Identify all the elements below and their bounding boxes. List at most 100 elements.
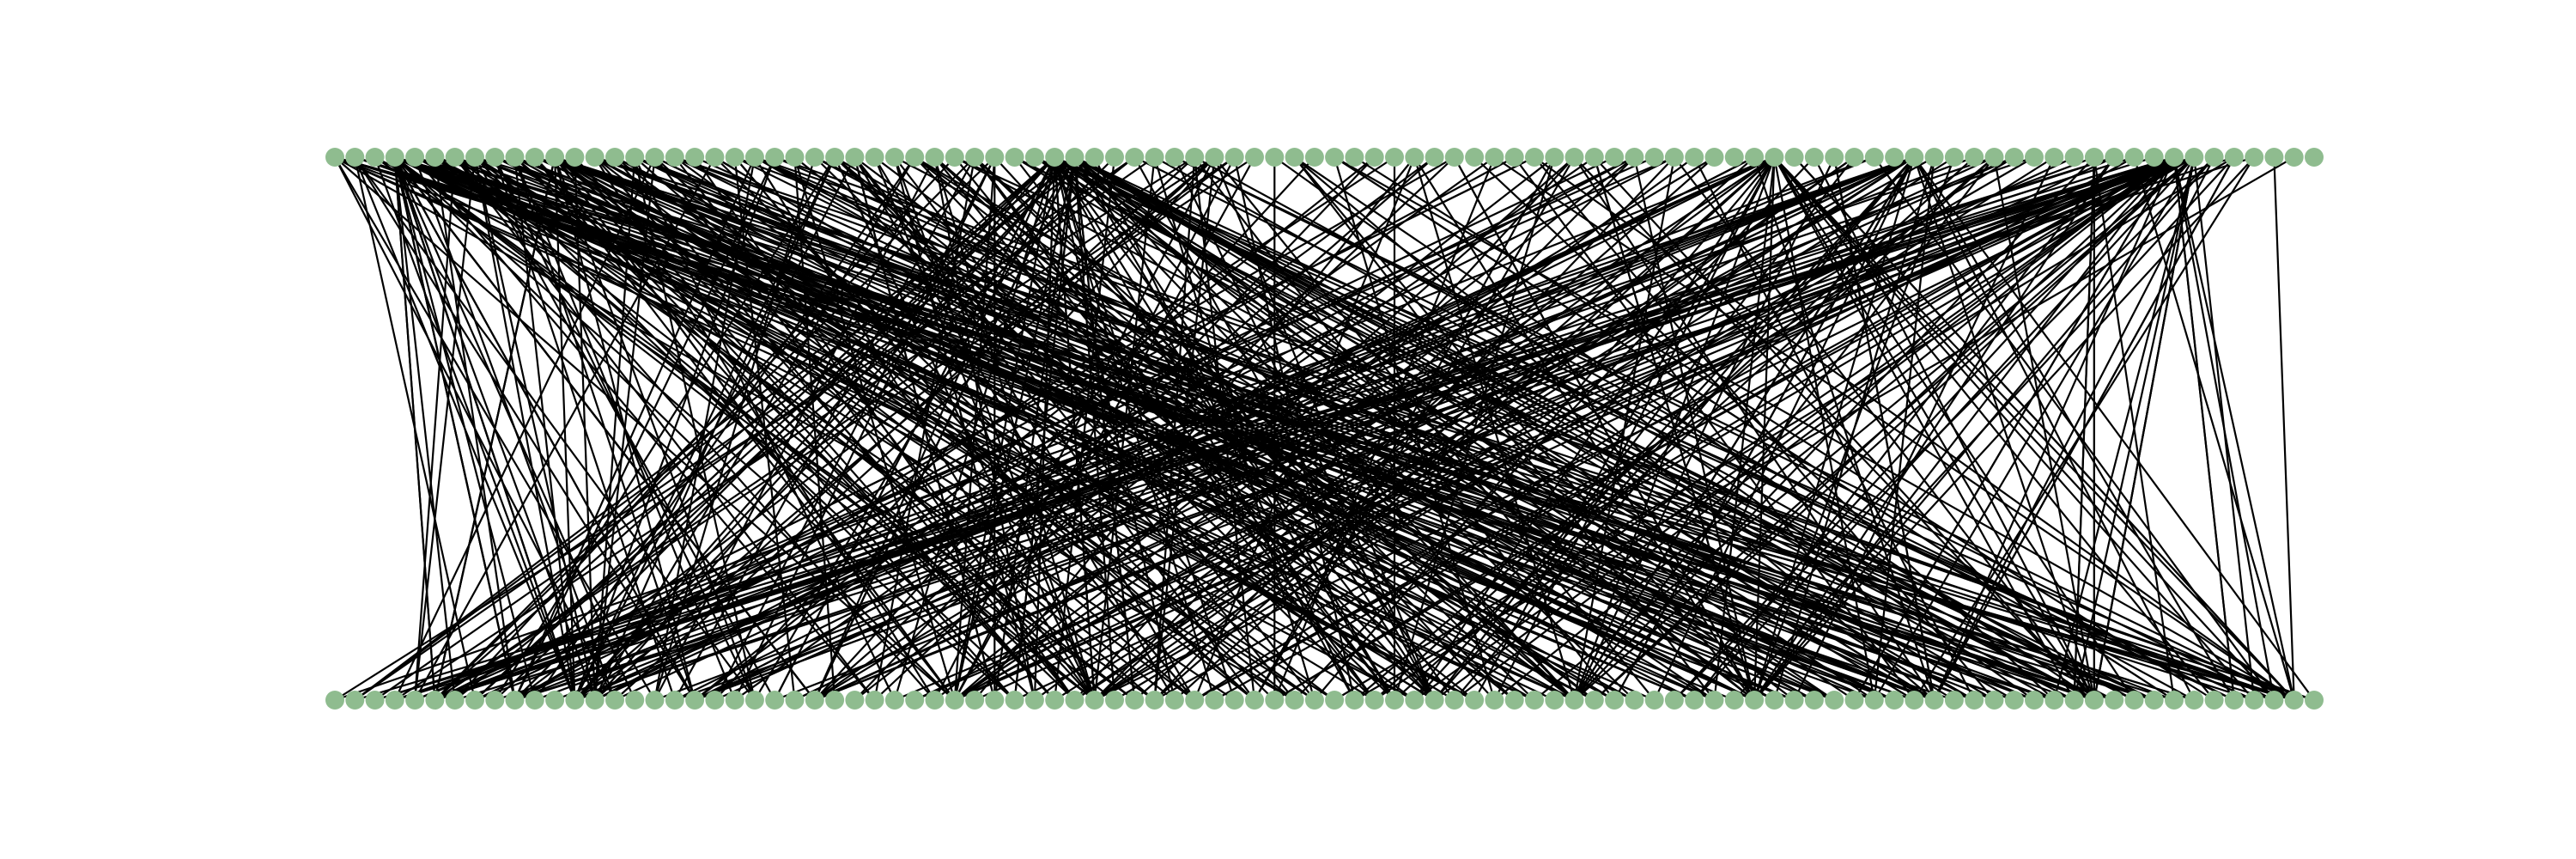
graph-edge [454, 156, 1195, 701]
bottom-node [525, 691, 544, 710]
bottom-node [925, 691, 945, 710]
graph-edge [1054, 156, 1116, 701]
bottom-node [1465, 691, 1485, 710]
bottom-node [1164, 691, 1184, 710]
graph-edge [694, 155, 1895, 702]
top-node [1465, 148, 1485, 167]
graph-edge [1334, 156, 2235, 701]
top-node [705, 148, 725, 167]
bottom-node [1905, 691, 1924, 710]
graph-edge [654, 155, 2095, 702]
top-node [2044, 148, 2064, 167]
top-node [1844, 148, 1864, 167]
top-node [1564, 148, 1584, 167]
bottom-node [2284, 691, 2304, 710]
top-node [2004, 148, 2024, 167]
graph-edge [354, 156, 756, 701]
top-node [2305, 148, 2324, 167]
bottom-node [765, 691, 785, 710]
top-node [1644, 148, 1664, 167]
bottom-node [2224, 691, 2244, 710]
top-node [945, 148, 964, 167]
bottom-node [1224, 691, 1244, 710]
graph-edge [1314, 156, 1776, 701]
bottom-node [2025, 691, 2044, 710]
top-node [1924, 148, 1944, 167]
graph-edge [1453, 156, 1756, 701]
bottom-node [465, 691, 484, 710]
bottom-node [1345, 691, 1364, 710]
graph-edge [393, 156, 516, 701]
graph-edge [394, 155, 1835, 702]
bottom-node [845, 691, 865, 710]
graph-edge [653, 156, 1255, 701]
top-node [1065, 148, 1084, 167]
bottom-node [585, 691, 605, 710]
bottom-node [1005, 691, 1024, 710]
graph-edge [854, 156, 1255, 701]
graph-edge [1334, 156, 2175, 701]
top-node [765, 148, 785, 167]
bottom-node [1504, 691, 1524, 710]
graph-edge [1433, 156, 2175, 701]
graph-edge [1293, 156, 1755, 701]
graph-edge [393, 156, 656, 701]
graph-edge [1054, 155, 2255, 702]
bottom-node [1564, 691, 1584, 710]
bottom-node [1825, 691, 1844, 710]
bottom-node [605, 691, 624, 710]
top-node [2144, 148, 2164, 167]
top-node [2025, 148, 2044, 167]
top-node [1704, 148, 1724, 167]
top-node [425, 148, 445, 167]
graph-edge [954, 156, 1776, 701]
graph-edge [454, 156, 1135, 701]
top-node [365, 148, 385, 167]
top-node [445, 148, 465, 167]
top-node [1905, 148, 1924, 167]
graph-edge [534, 155, 1755, 702]
top-node [585, 148, 605, 167]
top-node [1125, 148, 1145, 167]
top-node [985, 148, 1005, 167]
graph-edge [1273, 156, 1496, 701]
graph-edge [414, 156, 477, 701]
graph-edge [354, 155, 2055, 702]
top-node [1145, 148, 1164, 167]
graph-edge [1073, 156, 1136, 701]
top-node [1984, 148, 2004, 167]
graph-edge [414, 156, 456, 701]
graph-edge [1773, 156, 2215, 701]
top-node [1965, 148, 1984, 167]
graph-edge [974, 156, 1535, 701]
graph-edge [2093, 156, 2176, 701]
top-node [1864, 148, 1884, 167]
graph-edge [1534, 156, 2295, 701]
graph-edge [893, 156, 1036, 701]
top-node [2245, 148, 2264, 167]
bottom-node [1525, 691, 1544, 710]
bottom-node [1784, 691, 1804, 710]
bottom-node [785, 691, 805, 710]
graph-edge [1073, 156, 1856, 701]
bottom-node [1485, 691, 1504, 710]
graph-edge [554, 156, 756, 701]
graph-edge [1593, 156, 2095, 701]
top-node [2165, 148, 2184, 167]
top-node [1825, 148, 1844, 167]
bottom-node [345, 691, 365, 710]
bottom-node [1065, 691, 1084, 710]
top-node [805, 148, 824, 167]
top-node [325, 148, 344, 167]
top-node [1205, 148, 1224, 167]
bottom-node [1405, 691, 1425, 710]
top-node [465, 148, 484, 167]
graph-edge [1773, 156, 1935, 701]
bottom-node [1304, 691, 1324, 710]
bottom-node [1125, 691, 1145, 710]
bottom-node [2144, 691, 2164, 710]
bottom-node [1745, 691, 1765, 710]
bottom-node [965, 691, 985, 710]
bottom-node [505, 691, 525, 710]
bottom-node [1724, 691, 1744, 710]
